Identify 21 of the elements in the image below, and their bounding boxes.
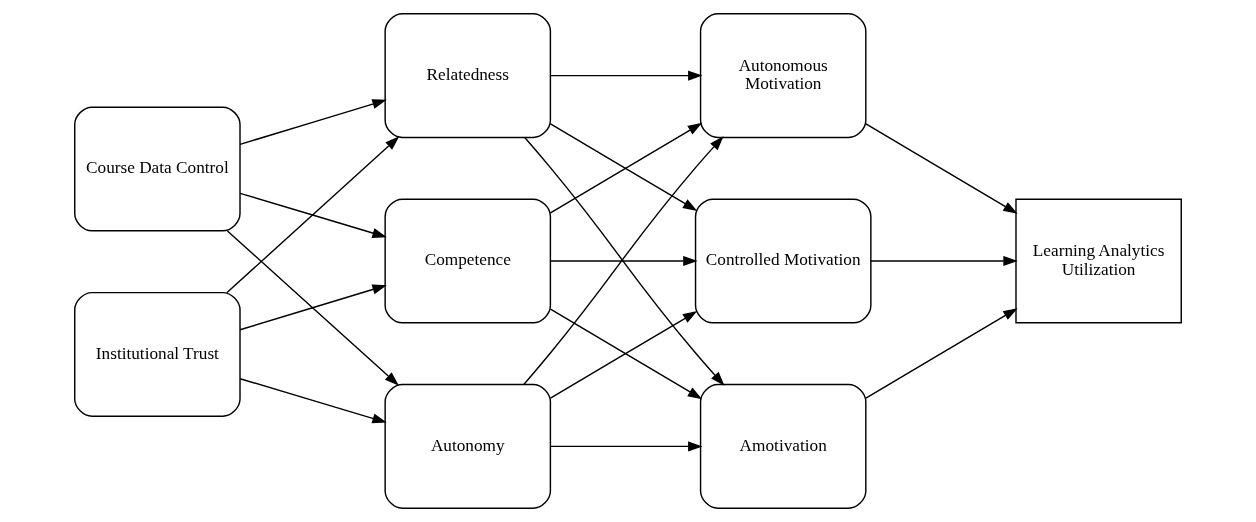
node-box: Course Data Control	[74, 106, 241, 232]
node-box: Amotivation	[699, 383, 867, 509]
arrow	[239, 99, 387, 146]
arrow	[549, 441, 703, 452]
arrow	[870, 255, 1018, 267]
arrow	[239, 192, 387, 238]
arrow	[865, 123, 1018, 214]
node-box: Competence	[384, 198, 552, 324]
arrow	[226, 230, 399, 386]
node-box: Controlled Motivation	[694, 198, 872, 324]
arrow	[226, 136, 400, 294]
node-box: Relatedness	[384, 13, 552, 139]
node-box: Learning Analytics Utilization	[1015, 198, 1182, 324]
arrow	[865, 308, 1018, 399]
node-box: Autonomy	[384, 383, 552, 509]
node-box: Institutional Trust	[74, 291, 241, 417]
arrow	[549, 255, 698, 267]
arrow	[239, 377, 387, 424]
node-box: Autonomous Motivation	[699, 13, 867, 139]
arrow	[239, 284, 387, 331]
arrow	[549, 70, 703, 81]
